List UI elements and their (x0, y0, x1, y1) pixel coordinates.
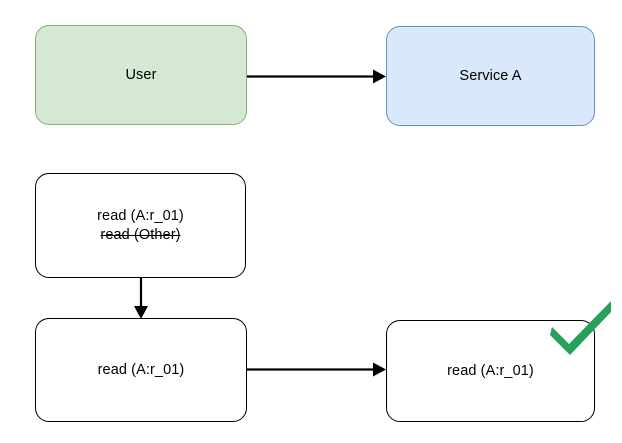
node-request-served[interactable]: read (A:r_01) (386, 320, 595, 422)
node-user-label: User (125, 66, 157, 83)
node-user[interactable]: User (35, 25, 247, 125)
node-request-policy-allowed-label: read (A:r_01) (97, 207, 184, 224)
node-user-labels: User (125, 66, 156, 85)
node-request-filtered[interactable]: read (A:r_01) (35, 318, 247, 422)
node-service-a[interactable]: Service A (386, 26, 595, 126)
node-request-filtered-labels: read (A:r_01) (98, 361, 185, 380)
node-request-policy-labels: read (A:r_01) read (Other) (97, 207, 184, 245)
edge-user-to-service (247, 66, 386, 88)
node-request-served-labels: read (A:r_01) (447, 362, 534, 381)
node-request-filtered-label: read (A:r_01) (97, 361, 185, 378)
edge-filtered-to-served (247, 359, 386, 381)
edge-policy-to-filtered (130, 278, 152, 319)
node-service-a-label: Service A (459, 67, 522, 84)
node-service-a-labels: Service A (459, 67, 521, 86)
node-request-policy-denied-label: read (Other) (100, 226, 181, 243)
node-request-served-label: read (A:r_01) (447, 362, 534, 379)
node-request-policy[interactable]: read (A:r_01) read (Other) (35, 173, 246, 278)
